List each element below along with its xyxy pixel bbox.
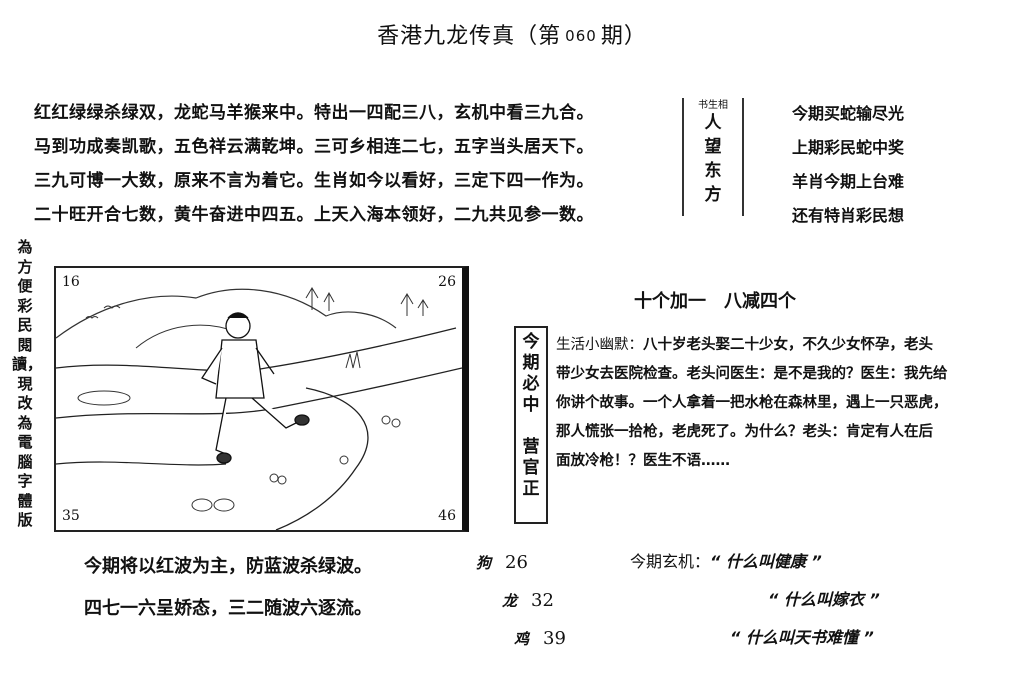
right-verse: 上期彩民蛇中奖	[792, 138, 905, 157]
zodiac-animal: 狗	[476, 554, 492, 572]
left-bracket	[682, 98, 684, 216]
xuanji-quote: “ 什么叫嫁衣 ”	[768, 590, 880, 609]
center-box-char: 方	[704, 185, 722, 205]
vertical-char: 中	[522, 395, 540, 415]
right-bracket	[742, 98, 744, 216]
xuanji-quote: “ 什么叫健康 ”	[710, 552, 822, 571]
verse-line: 二十旺开合七数，黄牛奋进中四五。上天入海本领好，二九共见参一数。	[34, 205, 594, 225]
center-box-small: 书生相	[698, 100, 728, 111]
vertical-spacer	[516, 416, 546, 437]
center-box-char: 望	[704, 137, 722, 157]
bottom-line: 今期将以红波为主，防蓝波杀绿波。	[84, 556, 372, 577]
humor-line: 那人慌张一拾枪，老虎死了。为什么？老头：肯定有人在后	[556, 424, 933, 440]
right-verse: 羊肖今期上台难	[792, 172, 905, 191]
zodiac-animal: 龙	[502, 592, 518, 610]
center-box-char: 人	[704, 113, 722, 133]
humor-label: 生活小幽默：	[556, 337, 643, 353]
vertical-char: 官	[522, 458, 540, 478]
title-suffix: 期）	[600, 24, 647, 49]
verse-line: 红红绿绿杀绿双，龙蛇马羊猴来中。特出一四配三八，玄机中看三九合。	[34, 103, 594, 123]
humor-heading: 十个加一 八减四个	[634, 291, 796, 312]
vertical-prediction-box: 今 期 必 中 营 官 正	[514, 326, 548, 524]
center-vertical-box: 书生相 人 望 东 方	[682, 92, 744, 224]
humor-text: 生活小幽默：八十岁老头娶二十少女，不久少女怀孕，老头 带少女去医院检查。老头问医…	[556, 331, 1006, 476]
vertical-char: 正	[522, 479, 540, 499]
xuanji-line: 今期玄机：“ 什么叫健康 ”	[630, 548, 822, 572]
xuanji-line: “ 什么叫天书难懂 ”	[730, 624, 874, 648]
corner-number-top-right: 26	[438, 274, 456, 290]
zodiac-number: 32	[531, 590, 554, 611]
side-vertical-note: 為方便彩民閱讀，現改為電腦字體版	[12, 238, 43, 529]
humor-line: 带少女去医院检查。老头问医生：是不是我的？医生：我先给	[556, 366, 948, 382]
right-verse: 今期买蛇输尽光	[792, 104, 905, 123]
verse-line: 三九可博一大数，原来不言为着它。生肖如今以看好，三定下四一作为。	[34, 171, 594, 191]
vertical-char: 今	[522, 332, 540, 352]
xuanji-line: “ 什么叫嫁衣 ”	[768, 586, 880, 610]
vertical-char: 必	[522, 374, 540, 394]
title-prefix: 香港九龙传真（第	[377, 24, 562, 49]
corner-number-bottom-left: 35	[62, 508, 80, 524]
humor-line: 面放冷枪！？医生不语……	[556, 453, 730, 469]
humor-line: 八十岁老头娶二十少女，不久少女怀孕，老头	[643, 337, 933, 353]
xuanji-quote: “ 什么叫天书难懂 ”	[730, 628, 874, 647]
issue-number: 060	[565, 27, 597, 45]
zodiac-number: 26	[505, 552, 528, 573]
vertical-char: 营	[522, 437, 540, 457]
right-verse: 还有特肖彩民想	[792, 206, 905, 225]
humor-line: 你讲个故事。一个人拿着一把水枪在森林里，遇上一只恶虎，	[556, 395, 948, 411]
zodiac-animal: 鸡	[514, 630, 530, 648]
zodiac-number: 39	[543, 628, 566, 649]
zodiac-pick: 狗 26	[476, 552, 528, 573]
zodiac-pick: 龙 32	[502, 590, 554, 611]
bottom-line: 四七一六呈娇态，三二随波六逐流。	[84, 598, 372, 619]
zodiac-pick: 鸡 39	[514, 628, 566, 649]
running-boy-illustration	[56, 287, 462, 530]
xuanji-label: 今期玄机：	[630, 552, 711, 571]
vertical-char: 期	[522, 353, 540, 373]
verse-line: 马到功成奏凯歌，五色祥云满乾坤。三可乡相连二七，五字当头居天下。	[34, 137, 594, 157]
corner-number-bottom-right: 46	[438, 508, 456, 524]
illustration-frame: 16 26 35 46	[54, 266, 469, 532]
center-box-char: 东	[704, 161, 722, 181]
corner-number-top-left: 16	[62, 274, 80, 290]
